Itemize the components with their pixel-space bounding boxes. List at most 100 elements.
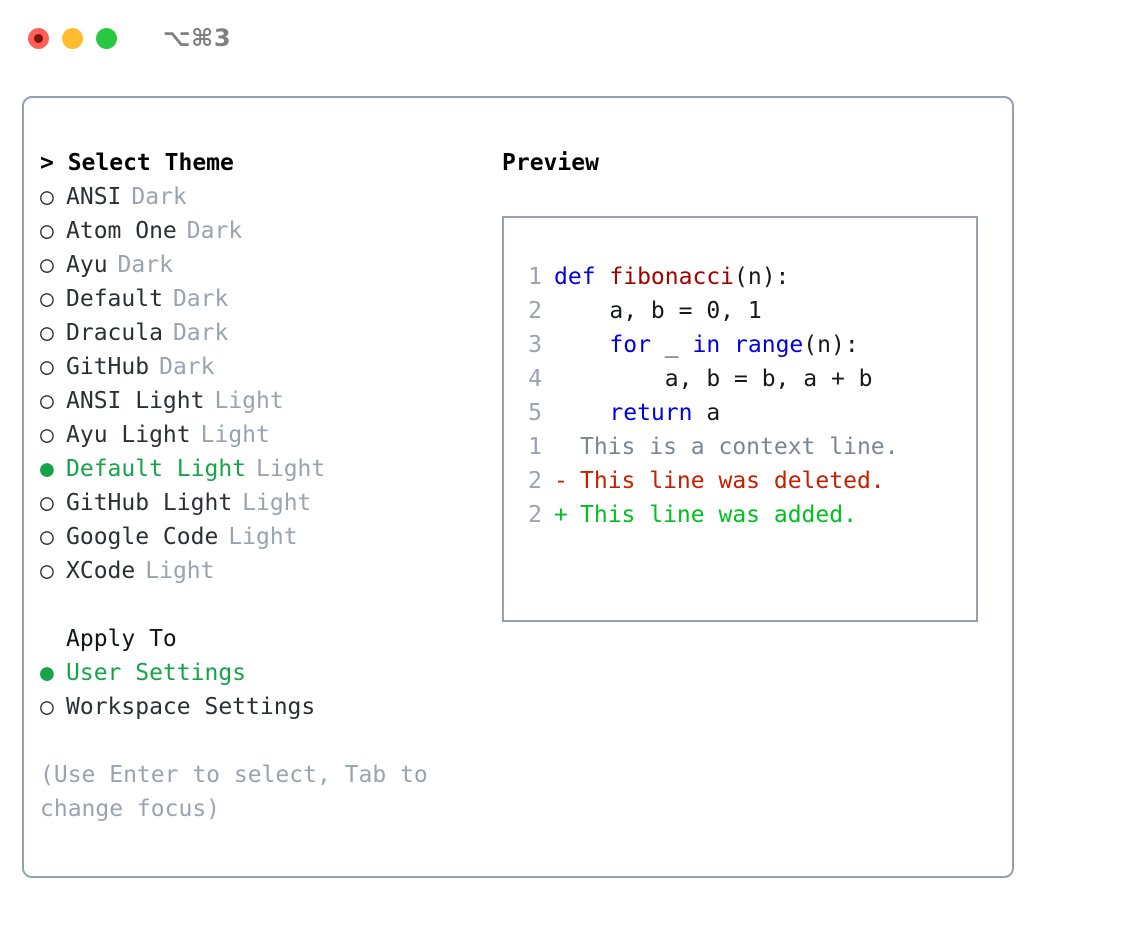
theme-option-tag: Dark: [159, 354, 215, 380]
apply-to-option-workspace-settings[interactable]: ○ Workspace Settings: [40, 690, 490, 724]
code-token-txt: (n):: [803, 332, 859, 358]
keyboard-shortcut-label: ⌥⌘3: [163, 24, 232, 52]
theme-option-google-code[interactable]: ○ Google Code Light: [40, 520, 490, 554]
code-token-txt: a, b = b, a + b: [554, 366, 873, 392]
minimize-button[interactable]: [62, 27, 83, 49]
theme-option-tag: Dark: [117, 252, 173, 278]
radio-unselected-icon: ○: [40, 354, 54, 380]
theme-option-ayu[interactable]: ○ Ayu Dark: [40, 248, 490, 282]
select-theme-header: > Select Theme: [40, 150, 234, 176]
radio-unselected-icon: ○: [40, 524, 54, 550]
radio-unselected-icon: ○: [40, 218, 54, 244]
diff-text: This line was added.: [580, 502, 857, 528]
theme-option-default[interactable]: ○ Default Dark: [40, 282, 490, 316]
close-button[interactable]: [28, 27, 49, 49]
code-token-fn: fibonacci: [609, 264, 735, 290]
code-token-txt: _: [650, 332, 693, 358]
apply-to-option-label: Workspace Settings: [66, 694, 316, 720]
line-number: 1: [528, 434, 542, 460]
radio-unselected-icon: ○: [40, 558, 54, 584]
theme-option-label: GitHub: [66, 354, 150, 380]
code-token-kw: return: [609, 400, 693, 426]
window-controls: [28, 27, 117, 49]
theme-option-tag: Light: [200, 422, 270, 448]
radio-unselected-icon: ○: [40, 388, 54, 414]
theme-option-label: XCode: [66, 558, 136, 584]
theme-option-label: Ayu: [66, 252, 108, 278]
diff-text: This is a context line.: [580, 434, 899, 460]
apply-to-option-label: User Settings: [66, 660, 247, 686]
preview-title: Preview: [502, 150, 599, 176]
theme-option-label: Ayu Light: [66, 422, 191, 448]
theme-option-label: Google Code: [66, 524, 219, 550]
diff-sample: 1 This is a context line.2-This line was…: [516, 430, 899, 532]
code-line: 2 a, b = 0, 1: [516, 294, 873, 328]
radio-unselected-icon: ○: [40, 184, 54, 210]
code-token-txt: [554, 400, 609, 426]
theme-option-tag: Light: [145, 558, 215, 584]
radio-unselected-icon: ○: [40, 252, 54, 278]
theme-option-label: GitHub Light: [66, 490, 233, 516]
theme-option-tag: Light: [228, 524, 298, 550]
theme-option-xcode[interactable]: ○ XCode Light: [40, 554, 490, 588]
theme-option-ayu-light[interactable]: ○ Ayu Light Light: [40, 418, 490, 452]
theme-option-label: Default: [66, 286, 163, 312]
code-token-txt: (n):: [734, 264, 790, 290]
diff-sign: +: [554, 502, 568, 528]
theme-option-tag: Light: [242, 490, 312, 516]
apply-to-header: Apply To: [66, 626, 177, 652]
theme-option-tag: Light: [214, 388, 284, 414]
radio-selected-icon: ●: [40, 456, 54, 482]
radio-unselected-icon: ○: [40, 286, 54, 312]
theme-option-label: ANSI: [66, 184, 122, 210]
radio-unselected-icon: ○: [40, 490, 54, 516]
code-line: 3 for _ in range(n):: [516, 328, 873, 362]
theme-option-github[interactable]: ○ GitHub Dark: [40, 350, 490, 384]
theme-option-label: ANSI Light: [66, 388, 205, 414]
keyboard-hint-text: (Use Enter to select, Tab to change focu…: [40, 762, 428, 822]
code-token-kw: def: [554, 264, 610, 290]
list-spacer: [40, 588, 490, 622]
code-token-kw: range: [734, 332, 804, 358]
apply-to-list: ● User Settings ○ Workspace Settings: [40, 656, 490, 724]
line-number: 2: [528, 298, 542, 324]
radio-unselected-icon: ○: [40, 422, 54, 448]
code-line: 1 def fibonacci(n):: [516, 260, 873, 294]
diff-line-ctx: 1 This is a context line.: [516, 430, 899, 464]
line-number: 2: [528, 502, 542, 528]
theme-option-label: Dracula: [66, 320, 163, 346]
theme-option-tag: Dark: [186, 218, 243, 244]
line-number: 4: [528, 366, 542, 392]
code-token-txt: a, b = 0, 1: [554, 298, 762, 324]
radio-unselected-icon: ○: [40, 694, 54, 720]
radio-selected-icon: ●: [40, 660, 54, 686]
theme-option-ansi-light[interactable]: ○ ANSI Light Light: [40, 384, 490, 418]
maximize-button[interactable]: [96, 27, 117, 49]
apply-to-option-user-settings[interactable]: ● User Settings: [40, 656, 490, 690]
title-bar: ⌥⌘3: [0, 0, 1140, 76]
diff-line-del: 2-This line was deleted.: [516, 464, 899, 498]
line-number: 3: [528, 332, 542, 358]
diff-sign: -: [554, 468, 568, 494]
line-number: 2: [528, 468, 542, 494]
theme-option-tag: Light: [256, 456, 326, 482]
code-token-txt: a: [692, 400, 721, 426]
line-number: 5: [528, 400, 542, 426]
theme-option-tag: Dark: [172, 286, 229, 312]
diff-line-add: 2 + This line was added.: [516, 498, 899, 532]
code-token-kw: for: [609, 332, 651, 358]
theme-option-github-light[interactable]: ○ GitHub Light Light: [40, 486, 490, 520]
code-line: 4 a, b = b, a + b: [516, 362, 873, 396]
radio-unselected-icon: ○: [40, 320, 54, 346]
line-number: 1: [528, 264, 542, 290]
